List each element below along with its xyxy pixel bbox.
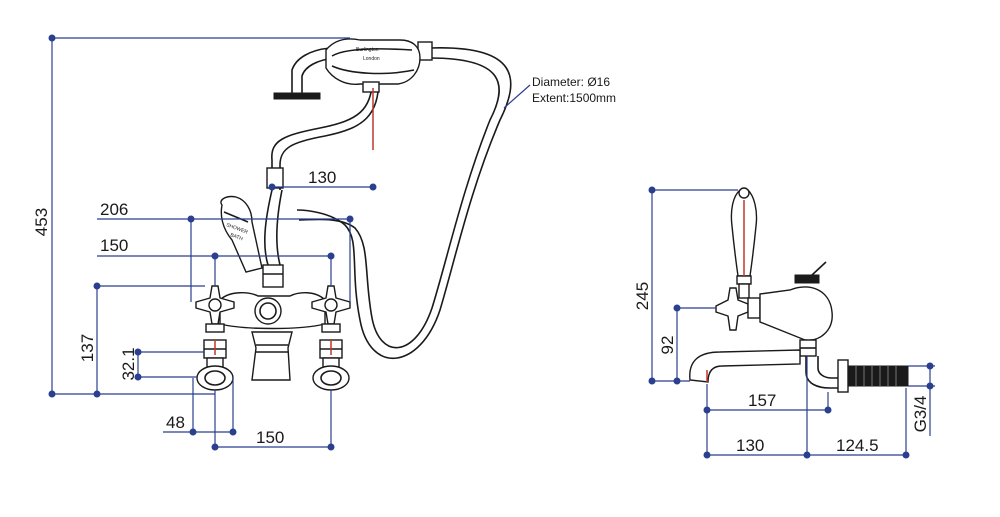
side-dimensions: 245 92 157 130 124.5 G3/4 [633, 186, 935, 459]
cradle-arm [271, 79, 374, 190]
lever-text-bath: BATH [229, 232, 244, 242]
side-spout [689, 349, 801, 383]
diverter-lever: SHOWER BATH [220, 195, 263, 273]
dim-124-5: 124.5 [836, 436, 879, 455]
dim-130-handset: 130 [308, 168, 336, 187]
shower-handset: Burlington London [273, 38, 421, 100]
front-dimensions: 453 206 150 130 137 32.1 [32, 34, 616, 451]
front-view: Burlington London SHOWER BATH [195, 38, 512, 391]
shower-hose [296, 47, 512, 359]
handset-brand: Burlington [356, 47, 379, 53]
hose-extent-note: Extent:1500mm [532, 91, 616, 105]
dim-92: 92 [658, 336, 677, 355]
hot-valve-cross-handle [311, 285, 351, 333]
side-view [689, 187, 909, 393]
dim-245: 245 [633, 282, 652, 310]
dim-150-top: 150 [100, 236, 128, 255]
dim-130-side: 130 [736, 436, 764, 455]
bath-spout [251, 331, 293, 381]
hose-diameter-note: Diameter: Ø16 [532, 75, 610, 89]
side-body [759, 286, 833, 341]
cold-valve-cross-handle [195, 285, 235, 333]
dim-32-1: 32.1 [119, 347, 138, 380]
dim-206: 206 [100, 200, 128, 219]
dim-453: 453 [32, 208, 51, 236]
threaded-connector [847, 365, 909, 387]
dim-137: 137 [78, 334, 97, 362]
handset-sub: London [363, 56, 380, 62]
dim-g3-4: G3/4 [911, 396, 930, 433]
dim-157: 157 [748, 391, 776, 410]
dim-48: 48 [166, 413, 185, 432]
dim-150-bottom: 150 [256, 428, 284, 447]
